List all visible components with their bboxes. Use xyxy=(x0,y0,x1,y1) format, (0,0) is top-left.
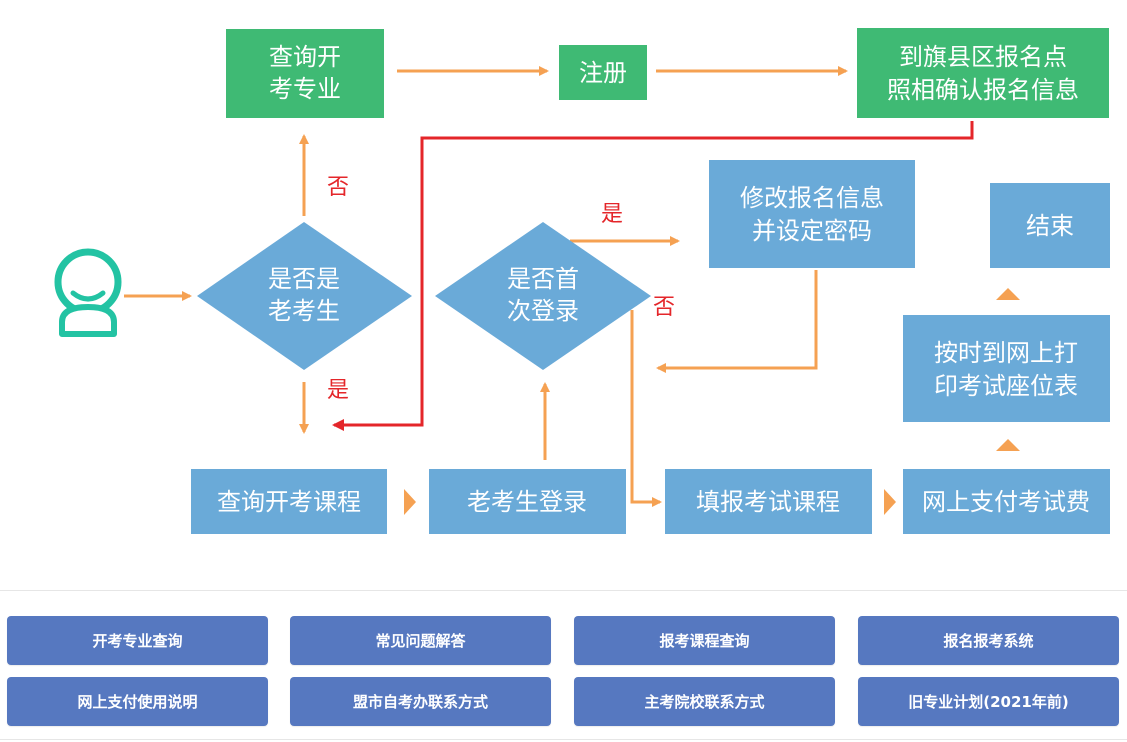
divider-bottom xyxy=(0,739,1127,740)
decision-first-login: 是否首 次登录 xyxy=(435,222,651,370)
node-register: 注册 xyxy=(559,45,647,100)
node-old-login-label: 老考生登录 xyxy=(467,488,587,516)
node-register-label: 注册 xyxy=(579,59,627,87)
person-avatar-icon xyxy=(54,248,122,337)
exam-registration-flowchart: 查询开 考专业 注册 到旗县区报名点 照相确认报名信息 修改报名信息 并设定密码… xyxy=(54,28,1110,534)
decision-is-old: 是否是 老考生 xyxy=(197,222,412,370)
chevron-right-icon xyxy=(404,489,416,515)
node-print-ticket: 按时到网上打 印考试座位表 xyxy=(903,315,1110,422)
arrow-confirm-to-query-course xyxy=(332,121,974,431)
link-button-faq[interactable]: 常见问题解答 xyxy=(290,616,551,665)
connectors xyxy=(124,66,848,507)
decision-is-old-line2: 老考生 xyxy=(268,297,340,325)
node-fill-course: 填报考试课程 xyxy=(665,469,872,534)
link-button-school-contact[interactable]: 主考院校联系方式 xyxy=(574,677,835,726)
node-confirm-site-line1: 到旗县区报名点 xyxy=(899,43,1067,71)
node-query-course-label: 查询开考课程 xyxy=(217,488,361,516)
node-pay-fee: 网上支付考试费 xyxy=(903,469,1110,534)
divider-top xyxy=(0,590,1127,591)
chevron-right-icon xyxy=(884,489,896,515)
chevrons xyxy=(404,288,1020,515)
node-query-major: 查询开 考专业 xyxy=(226,29,384,118)
edge-label-first-login-yes: 是 xyxy=(601,202,623,227)
node-pay-fee-label: 网上支付考试费 xyxy=(922,488,1090,516)
node-query-major-line2: 考专业 xyxy=(269,75,341,103)
edge-label-is-old-no: 否 xyxy=(327,175,349,200)
chevron-up-icon xyxy=(996,439,1020,451)
link-button-major-query[interactable]: 开考专业查询 xyxy=(7,616,268,665)
node-end: 结束 xyxy=(990,183,1110,268)
node-fill-course-label: 填报考试课程 xyxy=(696,488,840,516)
link-button-old-major-plan[interactable]: 旧专业计划(2021年前) xyxy=(858,677,1119,726)
node-end-label: 结束 xyxy=(1026,212,1074,240)
arrow-first-login-no-to-fill xyxy=(630,310,662,507)
node-print-ticket-line2: 印考试座位表 xyxy=(934,372,1078,400)
node-modify-info-line2: 并设定密码 xyxy=(752,217,872,245)
link-button-registration-system[interactable]: 报名报考系统 xyxy=(858,616,1119,665)
decision-first-login-line1: 是否首 xyxy=(507,265,579,293)
node-modify-info: 修改报名信息 并设定密码 xyxy=(709,160,915,268)
node-query-major-line1: 查询开 xyxy=(269,43,341,71)
node-print-ticket-line1: 按时到网上打 xyxy=(934,339,1078,367)
node-query-course: 查询开考课程 xyxy=(191,469,387,534)
edge-label-first-login-no: 否 xyxy=(653,295,675,320)
edge-label-is-old-yes: 是 xyxy=(327,378,349,403)
decision-first-login-line2: 次登录 xyxy=(507,297,579,325)
arrow-modify-to-return xyxy=(656,270,818,373)
node-confirm-site: 到旗县区报名点 照相确认报名信息 xyxy=(857,28,1109,118)
node-confirm-site-line2: 照相确认报名信息 xyxy=(887,76,1079,104)
decision-is-old-line1: 是否是 xyxy=(268,265,340,293)
link-button-league-city-contact[interactable]: 盟市自考办联系方式 xyxy=(290,677,551,726)
link-button-course-query[interactable]: 报考课程查询 xyxy=(574,616,835,665)
node-modify-info-line1: 修改报名信息 xyxy=(740,184,884,212)
chevron-up-icon xyxy=(996,288,1020,300)
link-button-payment-guide[interactable]: 网上支付使用说明 xyxy=(7,677,268,726)
node-old-login: 老考生登录 xyxy=(429,469,626,534)
